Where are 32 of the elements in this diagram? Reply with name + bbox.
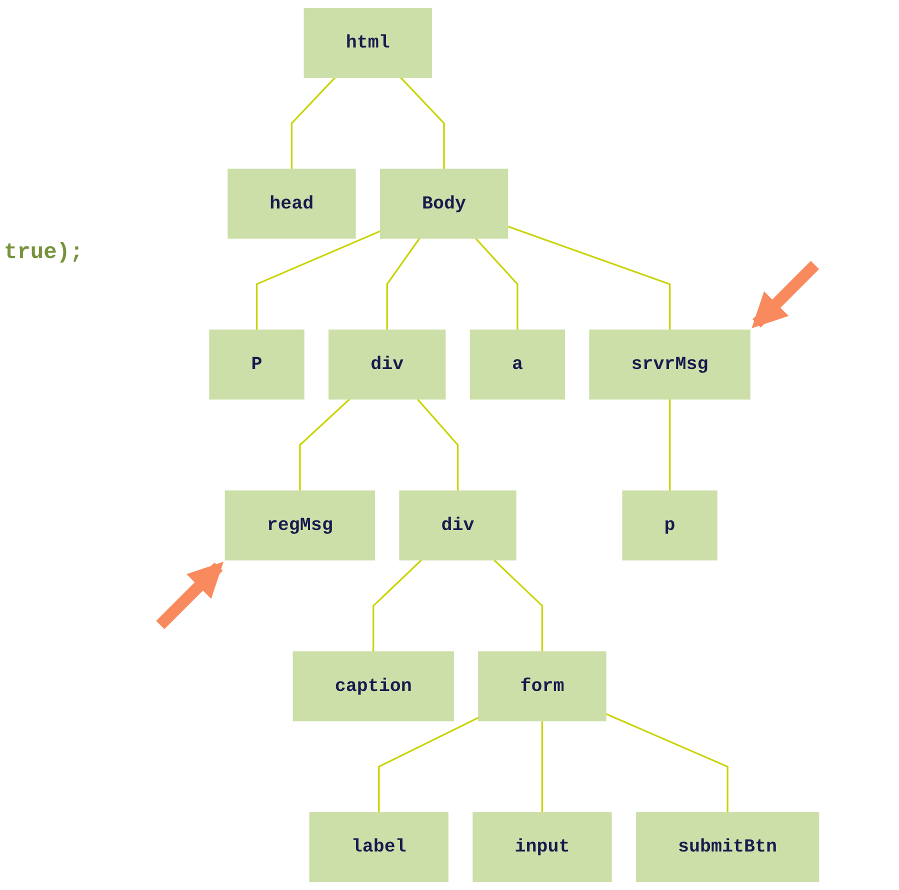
node-box: Body [380, 168, 508, 239]
arrow [752, 260, 820, 328]
connector [386, 238, 420, 330]
connector [507, 226, 671, 330]
node-box: p [622, 490, 718, 560]
connector [494, 559, 544, 652]
node-box: input [472, 812, 612, 882]
code-fragment: true); [4, 240, 84, 265]
connector [541, 720, 544, 812]
connector [400, 76, 445, 170]
node-box: caption [292, 651, 454, 722]
connector [416, 398, 459, 491]
connector [372, 559, 422, 652]
node-box: a [470, 330, 566, 400]
connector [299, 398, 350, 491]
node-box: submitBtn [636, 812, 820, 882]
node-box: regMsg [224, 490, 376, 560]
node-box: P [209, 330, 304, 400]
node-box: form [478, 651, 606, 722]
node-box: html [304, 8, 432, 78]
connector [256, 230, 381, 330]
node-box: head [228, 168, 356, 239]
connector [668, 399, 671, 491]
connector [290, 76, 336, 170]
connector [475, 238, 518, 330]
node-box: div [399, 490, 516, 560]
connector [378, 716, 479, 812]
node-box: label [309, 812, 448, 882]
node-box: srvrMsg [589, 330, 750, 400]
connector [606, 713, 728, 812]
node-box: div [328, 330, 446, 400]
arrow [156, 562, 224, 630]
